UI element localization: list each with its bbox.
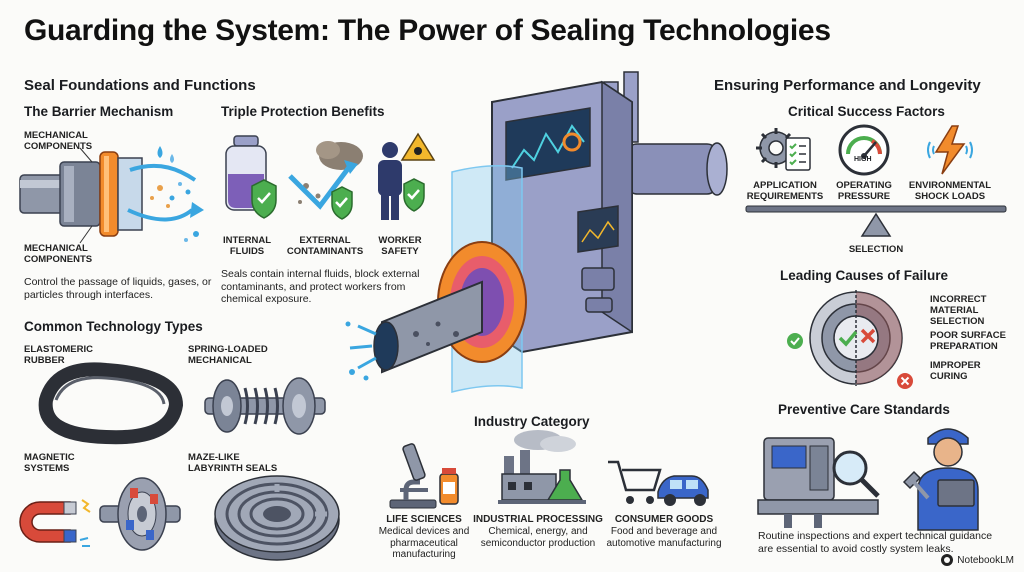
triple-item-worker-safety: WORKER SAFETY	[378, 235, 422, 257]
shopping-cart-car-icon	[608, 460, 709, 506]
technician-icon	[902, 428, 979, 531]
labyrinth-seal-icon	[214, 475, 340, 561]
industry-consumer-goods: CONSUMER GOODS	[614, 514, 714, 525]
gear-checklist-icon	[756, 128, 811, 171]
x-circle-icon	[897, 373, 913, 389]
lightning-shock-icon	[927, 125, 973, 175]
left-section-title: Seal Foundations and Functions	[24, 77, 256, 94]
failure-split-ring-icon	[809, 290, 903, 386]
notebooklm-logo-icon	[941, 554, 954, 566]
triple-caption: Seals contain internal fluids, block ext…	[221, 268, 420, 305]
worker-safety-icon	[378, 132, 436, 220]
barrier-heading: The Barrier Mechanism	[24, 104, 174, 119]
scale-selection-label: SELECTION	[848, 244, 904, 255]
success-heading: Critical Success Factors	[788, 104, 945, 119]
gauge-high-label: HIGH	[854, 156, 872, 163]
inspection-machine-icon	[757, 437, 880, 528]
care-caption: Routine inspections and expert technical…	[758, 530, 993, 555]
industry-heading: Industry Category	[474, 414, 590, 429]
rubber-ring-icon	[38, 362, 184, 445]
failure-incorrect-material: INCORRECT MATERIAL SELECTION	[930, 294, 987, 327]
notebooklm-label: NotebookLM	[957, 554, 1014, 566]
factory-icon	[498, 430, 586, 504]
barrier-label-top: MECHANICAL COMPONENTS	[24, 130, 93, 152]
spring-mechanical-icon	[204, 377, 326, 435]
industry-consumer-goods-desc: Food and beverage and automotive manufac…	[606, 526, 722, 549]
type-magnetic-systems: MAGNETIC SYSTEMS	[24, 452, 75, 474]
type-spring-loaded-mechanical: SPRING-LOADED MECHANICAL	[188, 344, 268, 366]
failure-poor-surface: POOR SURFACE PREPARATION	[930, 330, 1007, 352]
page-title: Guarding the System: The Power of Sealin…	[24, 14, 831, 47]
right-section-title: Ensuring Performance and Longevity	[714, 77, 981, 94]
central-machine-illustration	[345, 71, 728, 393]
barrier-caption: Control the passage of liquids, gases, o…	[24, 276, 212, 301]
success-operating-pressure: OPERATING PRESSURE	[836, 180, 892, 202]
industry-industrial-processing-desc: Chemical, energy, and semiconductor prod…	[480, 526, 596, 549]
triple-item-internal-fluids: INTERNAL FLUIDS	[222, 235, 272, 257]
barrier-illustration	[19, 146, 204, 244]
balance-scale-icon	[745, 205, 1007, 237]
magnetic-system-icon	[19, 477, 181, 551]
internal-fluids-icon	[225, 135, 277, 219]
notebooklm-badge: NotebookLM	[941, 554, 1014, 566]
microscope-icon	[389, 443, 459, 509]
pressure-gauge-icon	[838, 124, 890, 176]
type-labyrinth-seals: MAZE-LIKE LABYRINTH SEALS	[188, 452, 278, 474]
check-circle-icon	[787, 333, 803, 349]
industry-life-sciences-desc: Medical devices and pharmaceutical manuf…	[378, 526, 470, 560]
barrier-label-bottom: MECHANICAL COMPONENTS	[24, 243, 93, 265]
type-elastomeric-rubber: ELASTOMERIC RUBBER	[24, 344, 93, 366]
triple-heading: Triple Protection Benefits	[221, 104, 385, 119]
failure-heading: Leading Causes of Failure	[780, 268, 949, 283]
types-heading: Common Technology Types	[24, 319, 203, 334]
success-environmental-shock-loads: ENVIRONMENTAL SHOCK LOADS	[908, 180, 992, 202]
care-heading: Preventive Care Standards	[778, 402, 950, 417]
industry-life-sciences: LIFE SCIENCES	[386, 514, 462, 525]
failure-improper-curing: IMPROPER CURING	[930, 360, 981, 382]
triple-item-external-contaminants: EXTERNAL CONTAMINANTS	[286, 235, 364, 257]
industry-industrial-processing: INDUSTRIAL PROCESSING	[473, 514, 603, 525]
success-application-requirements: APPLICATION REQUIREMENTS	[746, 180, 824, 202]
external-contaminants-icon	[288, 141, 363, 220]
